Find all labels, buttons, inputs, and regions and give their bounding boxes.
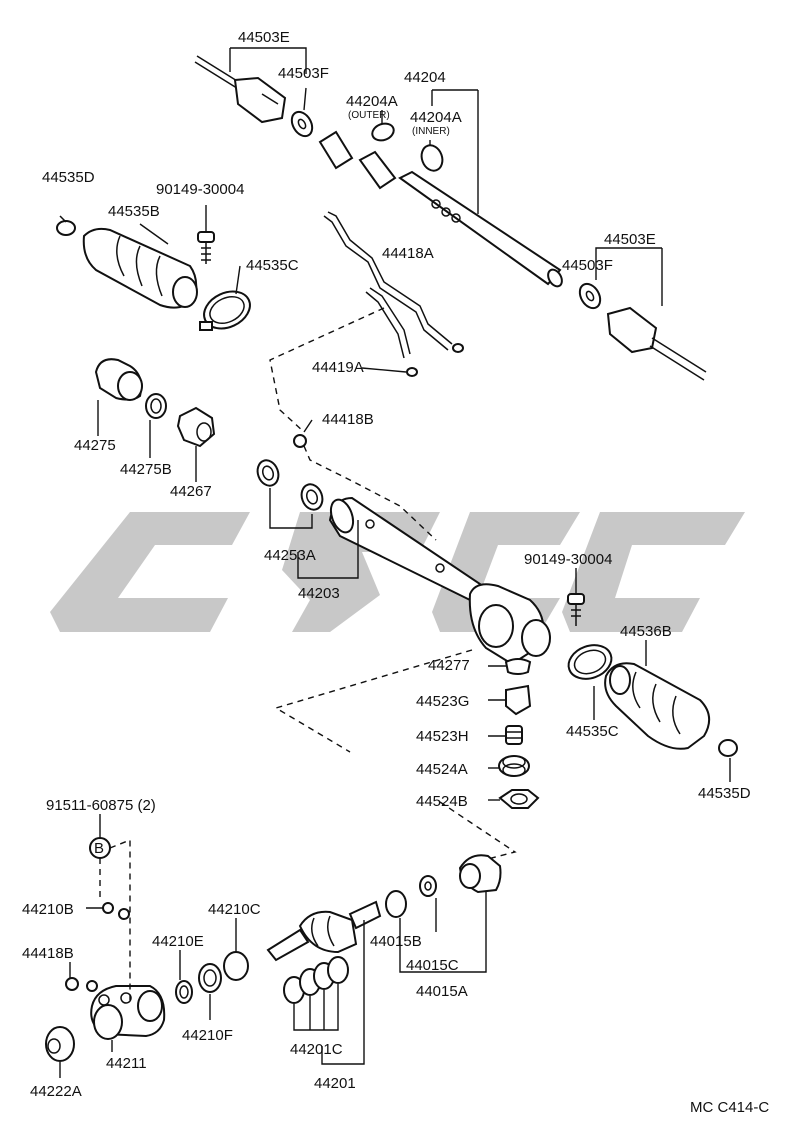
label-44277: 44277 (428, 657, 470, 674)
label-44503E-right: 44503E (604, 231, 656, 248)
label-44210C: 44210C (208, 901, 261, 918)
label-90149-mid: 90149-30004 (524, 551, 612, 568)
label-44222A: 44222A (30, 1083, 82, 1100)
label-44275B: 44275B (120, 461, 172, 478)
rack-boot-left (82, 227, 198, 309)
label-44015A: 44015A (416, 983, 468, 1000)
label-44015B: 44015B (370, 933, 422, 950)
label-44418B-low: 44418B (22, 945, 74, 962)
spring-cap-44277 (504, 658, 532, 675)
diagram-code: MC C414-C (690, 1099, 769, 1116)
boot-clip-right (718, 739, 738, 757)
label-44201: 44201 (314, 1075, 356, 1092)
label-90149-top: 90149-30004 (156, 181, 244, 198)
label-44015C: 44015C (406, 957, 459, 974)
boot-clip-left (56, 215, 76, 236)
label-44524A: 44524A (416, 761, 468, 778)
label-inner-note: (INNER) (412, 126, 450, 137)
label-44535C-top: 44535C (246, 257, 299, 274)
label-44253A: 44253A (264, 547, 316, 564)
dashed-guide-valve (439, 801, 517, 861)
label-B: B (94, 840, 104, 857)
label-44535B: 44535B (108, 203, 160, 220)
bolts-44210B (102, 902, 130, 920)
housing-bushing-rings (256, 459, 324, 511)
tie-rod-end-left (194, 55, 287, 124)
label-44535D-top: 44535D (42, 169, 95, 186)
rack-guide-44523G (505, 684, 532, 716)
label-44503F-right: 44503F (562, 257, 613, 274)
label-44204A-outer: 44204A (346, 93, 398, 110)
leader-lines (59, 47, 731, 1078)
valve-housing-44211 (90, 985, 166, 1040)
bolt-90149-top (197, 231, 215, 264)
tie-rod-end-right (606, 306, 707, 381)
spring-44523H (505, 725, 523, 745)
part-labels: 44503E 44503F 44204 44204A (OUTER) 44204… (22, 29, 769, 1116)
boot-clamp-right (567, 644, 613, 680)
label-44523H: 44523H (416, 728, 469, 745)
bearing-44210F (198, 963, 222, 993)
washer-44275B (145, 393, 167, 419)
label-44210F: 44210F (182, 1027, 233, 1044)
label-outer-note: (OUTER) (348, 110, 390, 121)
label-44535C-right: 44535C (566, 723, 619, 740)
spring-cap-44524A (498, 755, 530, 777)
rack-bar (318, 130, 563, 288)
dashed-guide-tube (269, 307, 385, 433)
dashed-guide-housing (274, 649, 473, 753)
lock-nut-44524B (498, 789, 540, 809)
rack-housing (328, 496, 551, 666)
cap-44222A (45, 1026, 75, 1062)
label-44210E: 44210E (152, 933, 204, 950)
rack-bushing-outer (371, 122, 395, 142)
boot-clamp-left (199, 290, 251, 331)
oil-seal-44275 (94, 358, 144, 401)
bolt-90149-mid (567, 593, 585, 626)
rack-end-washer-left (290, 110, 314, 138)
seal-rings-44201C (283, 956, 349, 1004)
label-44275: 44275 (74, 437, 116, 454)
label-44535D-right: 44535D (698, 785, 751, 802)
fitting-44418B-mid (293, 434, 307, 448)
o-ring-44210C (223, 951, 249, 981)
label-44418B-mid: 44418B (322, 411, 374, 428)
label-44204A-inner: 44204A (410, 109, 462, 126)
label-44523G: 44523G (416, 693, 469, 710)
label-44419A: 44419A (312, 359, 364, 376)
dashed-guide-fitting (303, 445, 437, 541)
dashed-guide-bolt (109, 838, 131, 1000)
label-44418A: 44418A (382, 245, 434, 262)
nut-44267 (176, 406, 216, 448)
fittings-44418B-low (65, 977, 98, 992)
label-44211: 44211 (106, 1055, 147, 1072)
dust-seal-44015 (458, 854, 502, 894)
label-91511: 91511-60875 (2) (46, 797, 156, 814)
washer-44015B (419, 875, 437, 897)
label-44267: 44267 (170, 483, 212, 500)
label-44503F-top: 44503F (278, 65, 329, 82)
pressure-tube (323, 211, 464, 377)
rack-bushing-inner (420, 144, 444, 172)
label-44203: 44203 (298, 585, 340, 602)
label-44536B: 44536B (620, 623, 672, 640)
washer-44210E (175, 980, 193, 1004)
label-44210B: 44210B (22, 901, 74, 918)
label-44201C: 44201C (290, 1041, 343, 1058)
rack-boot-right (604, 662, 711, 750)
label-44204: 44204 (404, 69, 446, 86)
control-valve-44201 (266, 900, 382, 962)
label-44503E-top: 44503E (238, 29, 290, 46)
label-44524B: 44524B (416, 793, 468, 810)
o-ring-44015 (385, 890, 407, 918)
rack-end-washer-right (578, 282, 602, 310)
